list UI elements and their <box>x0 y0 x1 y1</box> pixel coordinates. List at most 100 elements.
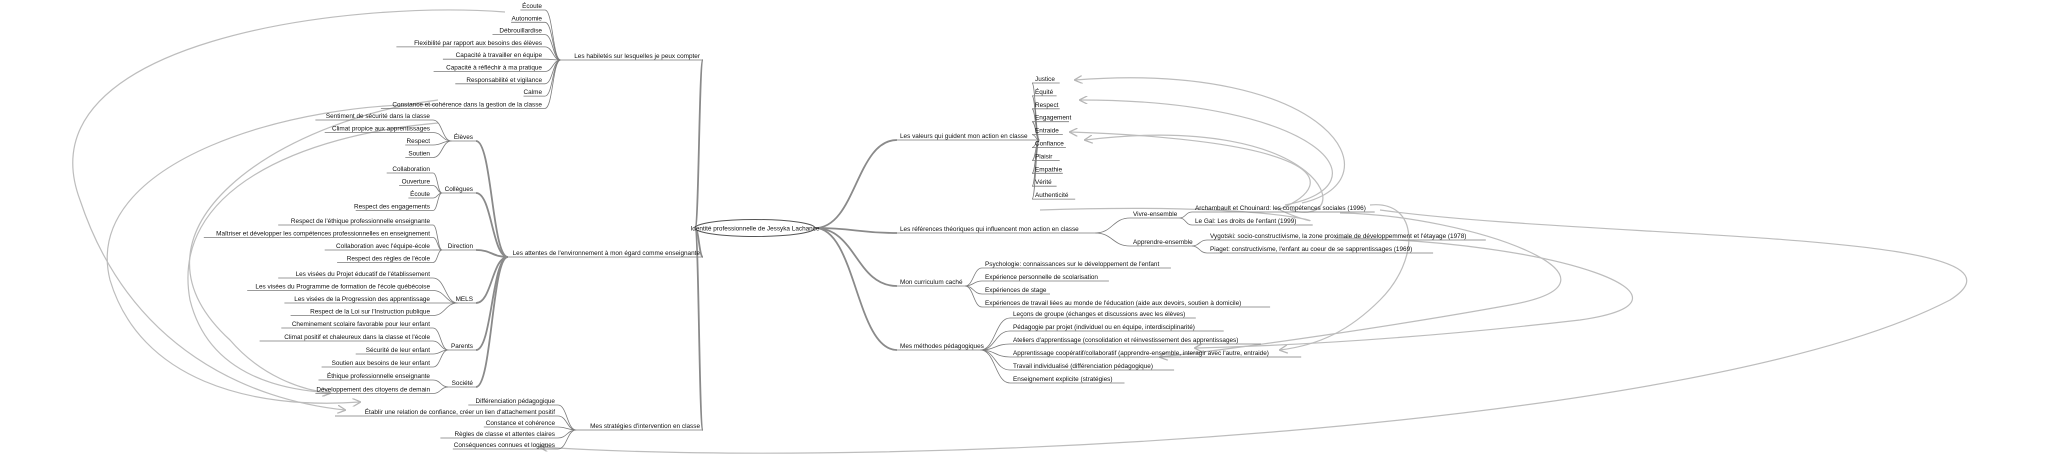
parents-item[interactable]: Cheminement scolaire favorable pour leur… <box>292 321 430 328</box>
subbranch-collegues[interactable]: Collègues <box>445 186 473 193</box>
reference-item[interactable]: Piaget: constructivisme, l'enfant au coe… <box>1210 246 1412 253</box>
valeur-item[interactable]: Vérité <box>1035 179 1052 186</box>
branch-strategies[interactable]: Mes stratégies d'intervention en classe <box>590 423 700 430</box>
subbranch-mels[interactable]: MELS <box>456 296 473 303</box>
direction-item[interactable]: Respect de l'éthique professionnelle ens… <box>291 218 431 225</box>
branch-methodes[interactable]: Mes méthodes pédagogiques <box>900 343 984 350</box>
eleves-item[interactable]: Sentiment de sécurité dans la classe <box>326 113 431 120</box>
connector-line <box>557 429 577 450</box>
mels-item[interactable]: Les visées du Programme de formation de … <box>255 284 430 291</box>
relation-arrow <box>187 122 439 393</box>
valeur-item[interactable]: Empathie <box>1035 166 1062 173</box>
central-node-ellipse <box>694 219 816 237</box>
valeur-item[interactable]: Confiance <box>1035 141 1064 148</box>
societe-item[interactable]: Développement des citoyens de demain <box>316 387 430 394</box>
connector-line <box>1191 239 1208 247</box>
methode-item[interactable]: Ateliers d'apprentissage (consolidation … <box>1013 337 1238 344</box>
parents-item[interactable]: Sécurité de leur enfant <box>366 347 431 354</box>
sub-branch <box>475 192 509 258</box>
curriculum-item[interactable]: Expériences de stage <box>985 287 1047 294</box>
reference-item[interactable]: Vygotski: socio-constructivisme, la zone… <box>1210 233 1466 240</box>
methode-item[interactable]: Pédagogie par projet (individuel ou en é… <box>1013 324 1195 331</box>
reference-item[interactable]: Archambault et Chouinard: les compétence… <box>1195 205 1366 212</box>
valeur-item[interactable]: Respect <box>1035 102 1059 109</box>
relation-arrow <box>1085 134 1324 213</box>
subbranch-direction[interactable]: Direction <box>448 243 474 250</box>
parents-item[interactable]: Climat positif et chaleureux dans la cla… <box>284 334 430 341</box>
direction-item[interactable]: Collaboration avec l'équipe-école <box>336 243 430 250</box>
strategie-item[interactable]: Conséquences connues et logiques <box>454 442 555 449</box>
connector-line <box>1179 217 1193 226</box>
subbranch-societe[interactable]: Société <box>452 380 474 387</box>
node-labels: Les valeurs qui guident mon action en cl… <box>216 1 1466 449</box>
habilete-item[interactable]: Écoute <box>522 1 542 10</box>
connector-lines <box>203 9 1486 450</box>
habilete-item[interactable]: Flexibilité par rapport aux besoins des … <box>414 40 542 47</box>
habilete-item[interactable]: Capacité à travailler en équipe <box>456 52 543 59</box>
habilete-item[interactable]: Calme <box>524 89 543 96</box>
curriculum-item[interactable]: Expérience personnelle de scolarisation <box>985 274 1098 281</box>
habilete-item[interactable]: Capacité à réfléchir à ma pratique <box>446 65 542 72</box>
main-branch <box>814 227 898 287</box>
subbranch-eleves[interactable]: Élèves <box>454 132 473 141</box>
relationship-arrows <box>72 9 1968 454</box>
valeur-item[interactable]: Entraide <box>1035 128 1059 135</box>
eleves-item[interactable]: Soutien <box>408 151 430 158</box>
eleves-item[interactable]: Climat propice aux apprentissages <box>332 126 430 133</box>
valeur-item[interactable]: Plaisir <box>1035 153 1053 160</box>
connector-line <box>964 285 983 308</box>
relation-arrow <box>106 104 439 404</box>
connector-line <box>432 277 458 304</box>
curriculum-item[interactable]: Psychologie: connaissances sur le dévelo… <box>985 261 1159 268</box>
eleves-item[interactable]: Respect <box>407 138 431 145</box>
branch-references[interactable]: Les références théoriques qui influencen… <box>900 226 1079 233</box>
valeur-item[interactable]: Équité <box>1035 87 1054 96</box>
connector-line <box>1031 139 1040 200</box>
branch-valeurs[interactable]: Les valeurs qui guident mon action en cl… <box>900 133 1028 140</box>
valeur-item[interactable]: Justice <box>1035 76 1055 83</box>
methode-item[interactable]: Apprentissage coopératif/collaboratif (a… <box>1013 350 1269 357</box>
mels-item[interactable]: Les visées de la Progression des apprent… <box>294 296 430 303</box>
branch-vivre-ensemble[interactable]: Vivre-ensemble <box>1133 211 1178 218</box>
branch-attentes[interactable]: Les attentes de l'environnement à mon ég… <box>513 250 701 257</box>
strategie-item[interactable]: Différenciation pédagogique <box>476 398 556 405</box>
connector-line <box>1095 217 1131 234</box>
mels-item[interactable]: Les visées du Projet éducatif de l'établ… <box>296 271 431 278</box>
curriculum-item[interactable]: Expériences de travail liées au monde de… <box>985 300 1241 307</box>
mels-item[interactable]: Respect de la Loi sur l'Instruction publ… <box>310 309 430 316</box>
connector-line <box>557 429 577 439</box>
subbranch-parents[interactable]: Parents <box>451 343 473 350</box>
branch-curriculum[interactable]: Mon curriculum caché <box>900 279 963 286</box>
connector-line <box>432 132 452 142</box>
habilete-item[interactable]: Autonomie <box>511 15 542 22</box>
connector-line <box>544 59 561 85</box>
collegues-item[interactable]: Ouverture <box>402 179 431 186</box>
direction-item[interactable]: Respect des règles de l'école <box>347 256 431 263</box>
collegues-item[interactable]: Respect des engagements <box>354 204 430 211</box>
sub-branch <box>475 256 509 388</box>
direction-item[interactable]: Maîtriser et développer les compétences … <box>216 231 430 238</box>
strategie-item[interactable]: Constance et cohérence <box>486 420 556 427</box>
branch-habiletes[interactable]: Les habiletés sur lesquelles je peux com… <box>574 53 701 60</box>
collegues-item[interactable]: Écoute <box>410 189 430 198</box>
habilete-item[interactable]: Responsabilité et vigilance <box>466 77 542 84</box>
valeur-item[interactable]: Engagement <box>1035 115 1071 122</box>
habilete-item[interactable]: Constance et cohérence dans la gestion d… <box>392 101 542 108</box>
methode-item[interactable]: Travail individualisé (différenciation p… <box>1013 363 1153 370</box>
valeur-item[interactable]: Authenticité <box>1035 192 1069 199</box>
strategie-item[interactable]: Établir une relation de confiance, créer… <box>365 407 555 416</box>
collegues-item[interactable]: Collaboration <box>392 166 430 173</box>
societe-item[interactable]: Éthique professionnelle enseignante <box>327 371 430 380</box>
strategie-item[interactable]: Règles de classe et attentes claires <box>454 431 555 438</box>
methode-item[interactable]: Enseignement explicite (stratégies) <box>1013 376 1112 383</box>
main-branch <box>694 227 704 431</box>
central-node[interactable]: Identité professionnelle de Jessyka Lach… <box>691 219 820 237</box>
habilete-item[interactable]: Débrouillardise <box>499 28 542 35</box>
parents-item[interactable]: Soutien aux besoins de leur enfant <box>332 360 431 367</box>
methode-item[interactable]: Leçons de groupe (échanges et discussion… <box>1013 311 1185 318</box>
branch-apprendre-ensemble[interactable]: Apprendre-ensemble <box>1133 239 1193 246</box>
connector-line <box>557 404 577 431</box>
reference-item[interactable]: Le Gal: Les droits de l'enfant (1999) <box>1195 218 1296 225</box>
connector-line <box>432 349 449 368</box>
